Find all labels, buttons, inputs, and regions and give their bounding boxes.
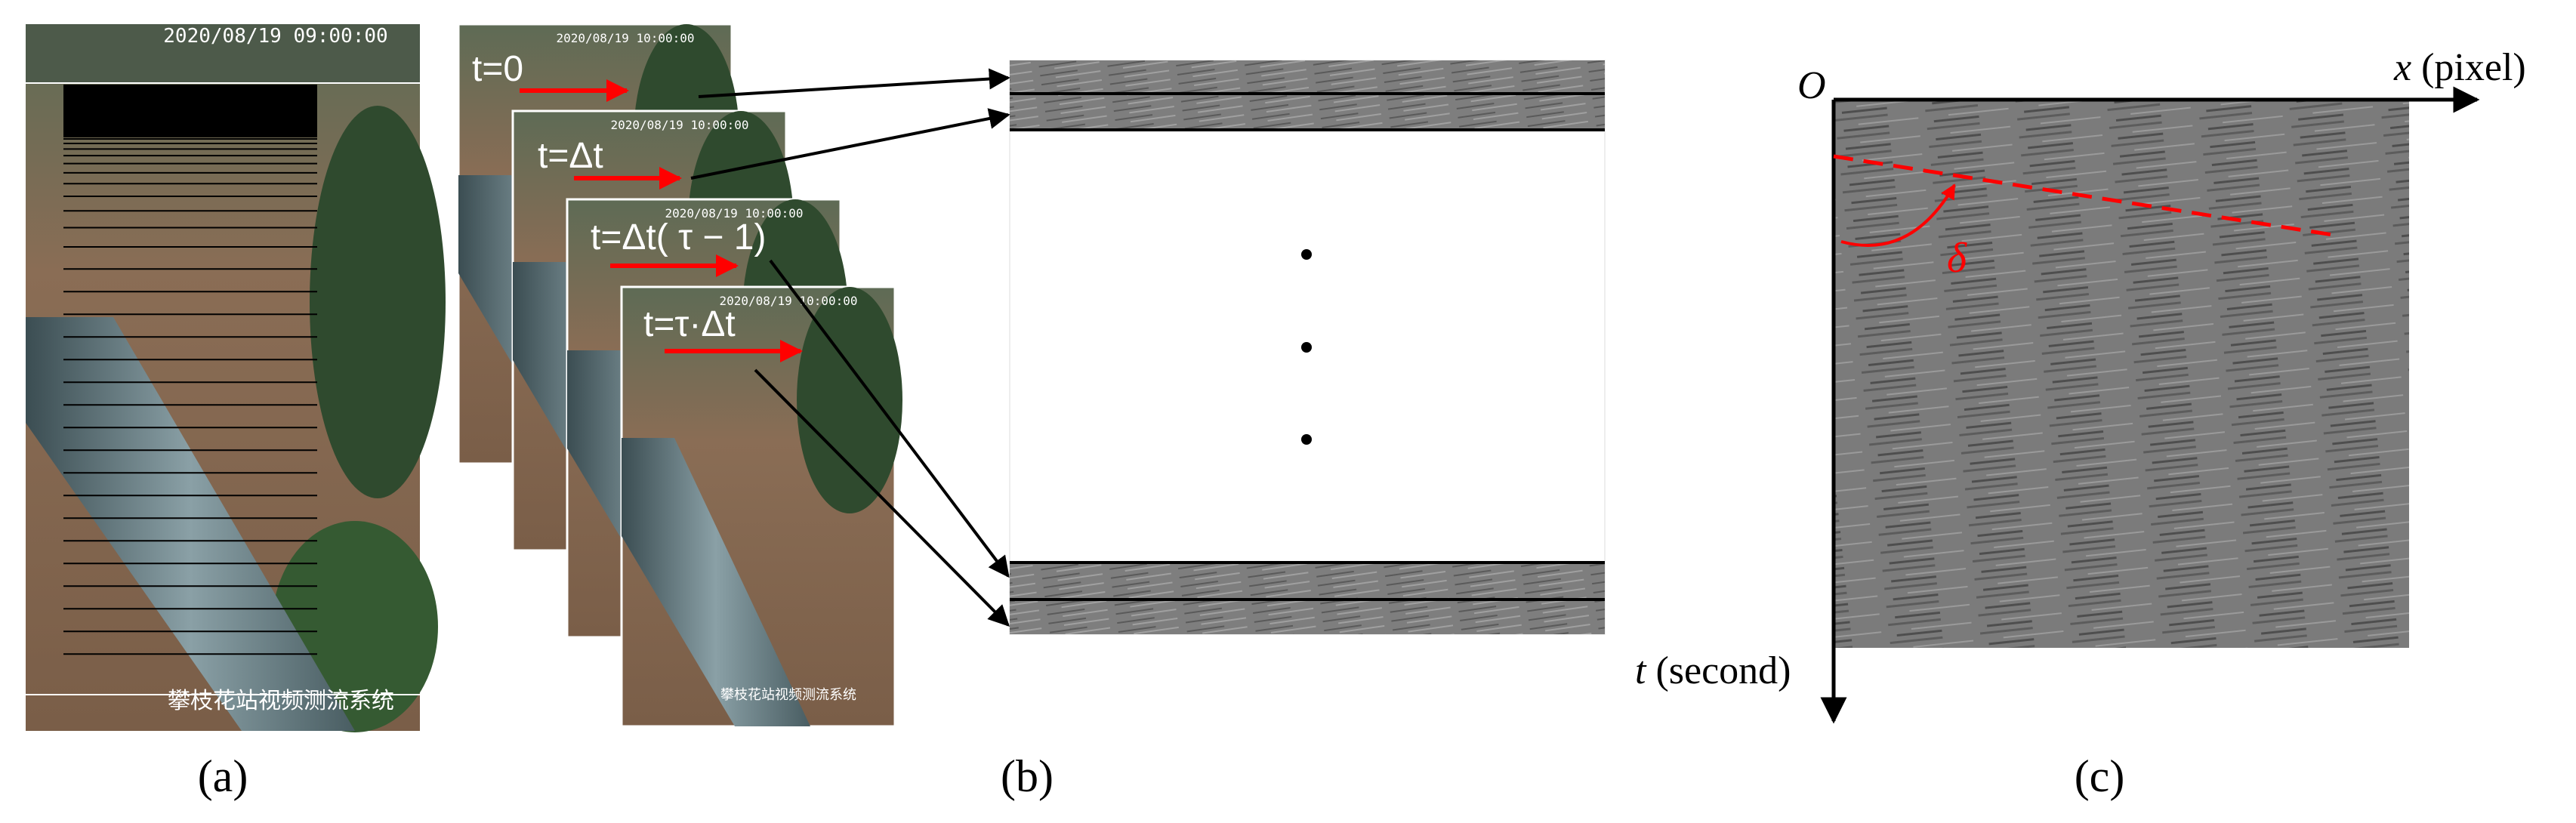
map-arrow-1 — [698, 68, 1010, 98]
t-axis-unit: (second) — [1646, 649, 1791, 692]
station-label-a: 攀枝花站视频测流系统 — [168, 689, 394, 714]
frame-time-label: t=τ·Δt — [643, 304, 736, 344]
sampling-lines — [63, 138, 317, 655]
frame-timestamp: 2020/08/19 10:00:00 — [665, 206, 803, 220]
st-image — [1834, 100, 2409, 648]
black-band — [63, 85, 317, 137]
frame-time-label: t=Δt — [538, 136, 603, 176]
photo-top-band — [26, 24, 420, 83]
panel-c: δ O x (pixel) t (second) (c) — [1635, 46, 2526, 801]
frame-timestamp: 2020/08/19 10:00:00 — [719, 294, 857, 308]
panel-b: 2020/08/19 10:00:00 t=0 2020/08/19 10:00:0… — [457, 23, 1606, 801]
ellipsis-dot-2 — [1301, 342, 1312, 353]
pipe — [26, 317, 355, 731]
x-axis-label: x (pixel) — [2393, 46, 2526, 89]
angle-arc — [1840, 183, 1956, 247]
frame-pipe — [622, 438, 810, 726]
ellipsis-dot-1 — [1301, 249, 1312, 260]
map-arrow-3 — [769, 259, 1010, 578]
angle-label: δ — [1947, 235, 1967, 282]
tree-foliage — [310, 106, 446, 498]
frame-timestamp: 2020/08/19 10:00:00 — [610, 118, 748, 132]
t-axis-var: t — [1635, 649, 1647, 692]
frame-time-label: t=0 — [472, 49, 523, 89]
map-arrow-4 — [754, 368, 1010, 627]
frame-station-label: 攀枝花站视频测流系统 — [720, 687, 856, 702]
origin-label: O — [1797, 64, 1826, 107]
texture-angle-line — [1833, 154, 2338, 238]
caption-c: (c) — [2075, 751, 2125, 801]
frame-foliage — [797, 287, 902, 513]
x-axis-unit: (pixel) — [2411, 46, 2526, 89]
panel-a: 2020/08/19 09:00:00 攀枝花站视频测流系统 (a) — [26, 24, 446, 801]
frame-stack: 2020/08/19 10:00:00 t=0 2020/08/19 10:00:0… — [457, 23, 902, 728]
frame-time-label: t=Δt( τ − 1) — [591, 217, 766, 257]
t-axis-label: t (second) — [1635, 649, 1791, 692]
map-arrow-2 — [690, 108, 1010, 180]
ellipsis-dot-3 — [1301, 434, 1312, 445]
timestamp-a: 2020/08/19 09:00:00 — [163, 25, 387, 48]
x-axis-var: x — [2393, 46, 2411, 89]
caption-a: (a) — [198, 751, 248, 801]
video-frame: 2020/08/19 10:00:00t=τ·Δt 攀枝花站视频测流系统 — [620, 285, 902, 728]
caption-b: (b) — [1001, 751, 1054, 801]
frame-timestamp: 2020/08/19 10:00:00 — [556, 31, 694, 45]
